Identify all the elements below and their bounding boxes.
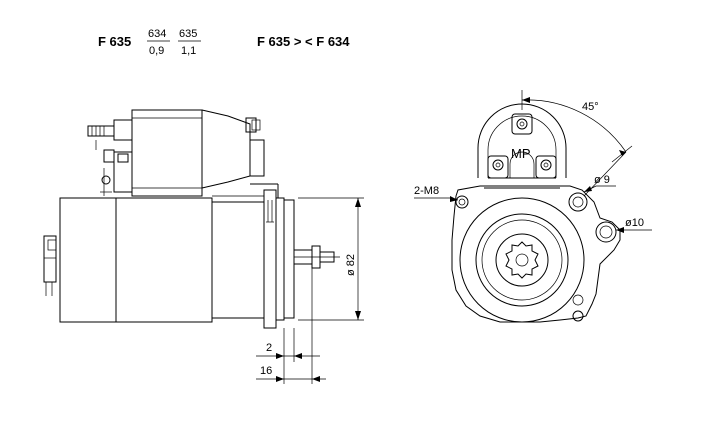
hole-small-label: ø 9	[594, 174, 610, 186]
fraction-1-bottom: 0,9	[149, 45, 164, 57]
fraction-2-top: 635	[179, 28, 197, 40]
fraction-1-top: 634	[148, 28, 166, 40]
hole-large-callout: ø10	[616, 217, 652, 233]
solenoid	[87, 109, 270, 197]
header: F 635 634 0,9 635 1,1 F 635 > < F 634	[98, 28, 350, 57]
drive-housing	[263, 183, 295, 329]
bottom-dimensions: 2 16	[256, 268, 326, 384]
angle-dimension: 45°	[521, 97, 633, 197]
motor-body	[59, 195, 264, 323]
thread-callout: 2-M8	[414, 185, 459, 202]
angle-label: 45°	[582, 101, 599, 113]
nose-circles	[459, 197, 585, 323]
pinion-gear	[505, 241, 539, 279]
side-view: ø 82 2 16	[43, 109, 364, 384]
hole-small-callout: ø 9	[583, 174, 616, 193]
dim-small-label: 2	[266, 342, 272, 354]
front-view: MP	[414, 90, 652, 323]
conversion-label: F 635 > < F 634	[257, 34, 350, 49]
diameter-dimension: ø 82	[298, 197, 364, 321]
fraction-2-bottom: 1,1	[181, 45, 196, 57]
mp-badge: MP	[511, 146, 531, 161]
pinion-shaft	[293, 245, 340, 269]
hole-large-label: ø10	[625, 217, 644, 229]
rear-connector	[43, 235, 57, 296]
model-label: F 635	[98, 34, 131, 49]
dim-large-label: 16	[260, 365, 272, 377]
thread-label: 2-M8	[414, 185, 439, 197]
mounting-flange	[451, 185, 621, 323]
terminal-stud	[87, 125, 115, 137]
solenoid-cap: MP	[477, 103, 567, 189]
diameter-label: ø 82	[345, 254, 357, 276]
